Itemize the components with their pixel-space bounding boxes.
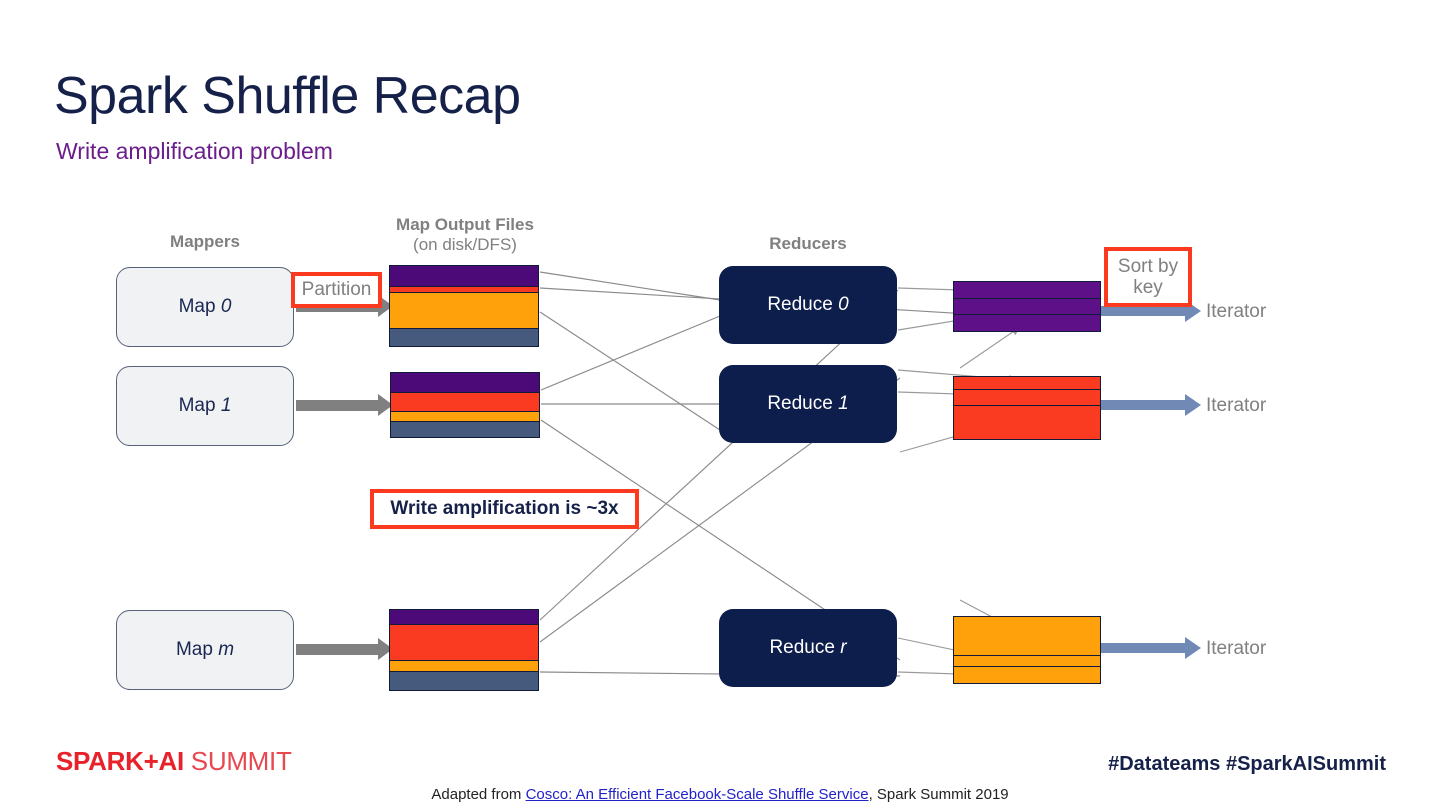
band-red-2 (954, 389, 1100, 405)
band-purple (391, 373, 539, 393)
logo-bold-text: SPARK+AI (56, 746, 184, 776)
band-red (390, 286, 538, 292)
band-orange-2 (954, 655, 1100, 666)
band-slate (390, 670, 538, 690)
band-purple-1 (954, 282, 1100, 299)
iterator-label-0: Iterator (1206, 301, 1267, 322)
reducer-label-reduce-1: Reduce 1 (767, 393, 849, 414)
iterator-arrow-1 (1101, 394, 1201, 416)
iterator-arrow-0 (1101, 300, 1201, 322)
reducer-box-reduce-0[interactable]: Reduce 0 (719, 266, 897, 344)
spark-ai-summit-logo: SPARK+AI SUMMIT (56, 746, 292, 777)
reduce-1-output[interactable] (953, 376, 1101, 440)
iterator-label-1: Iterator (1206, 395, 1267, 416)
mapper-label-map-1: Map 1 (178, 395, 232, 416)
arrow-map-1-to-output (296, 394, 393, 416)
heading-reducers: Reducers (769, 234, 847, 253)
reducer-label-reduce-0: Reduce 0 (767, 294, 849, 315)
reducer-box-reduce-r[interactable]: Reduce r (719, 609, 897, 687)
heading-map-output-files-main: Map Output Files (396, 215, 534, 234)
band-slate (390, 327, 538, 346)
attribution-line: Adapted from Cosco: An Efficient Faceboo… (0, 786, 1440, 803)
callout-sort-by-key-line2: key (1133, 277, 1163, 298)
reducer-box-reduce-1[interactable]: Reduce 1 (719, 365, 897, 443)
band-slate (391, 420, 539, 437)
band-orange-3 (954, 665, 1100, 683)
arrow-map-m-to-output (296, 638, 393, 660)
attribution-suffix: , Spark Summit 2019 (868, 786, 1009, 803)
mapper-index-1: 1 (220, 395, 232, 416)
callout-write-amplification[interactable]: Write amplification is ~3x (370, 489, 639, 529)
band-red (391, 392, 539, 412)
iterator-arrow-2 (1101, 637, 1201, 659)
map-0-output-file[interactable] (389, 265, 539, 347)
band-red-1 (954, 377, 1100, 390)
heading-mappers: Mappers (170, 232, 240, 251)
attribution-prefix: Adapted from (431, 786, 526, 803)
reducer-index-0: 0 (838, 294, 849, 315)
band-orange (390, 659, 538, 671)
band-orange (390, 291, 538, 328)
heading-map-output-files-sub: (on disk/DFS) (413, 235, 517, 254)
band-red-3 (954, 404, 1100, 439)
page-subtitle: Write amplification problem (56, 138, 333, 164)
callout-sort-by-key-line1: Sort by (1117, 255, 1179, 277)
page-title: Spark Shuffle Recap (54, 67, 521, 125)
reducer-index-1: 1 (838, 393, 849, 414)
reduce-0-output[interactable] (953, 281, 1101, 332)
callout-sort-by-key[interactable]: Sort by key (1104, 247, 1192, 307)
band-orange-1 (954, 617, 1100, 656)
band-red (390, 624, 538, 660)
map-1-output-file[interactable] (390, 372, 540, 438)
map-m-output-file[interactable] (389, 609, 539, 691)
logo-light-text: SUMMIT (183, 746, 292, 776)
band-purple-2 (954, 298, 1100, 315)
reduce-r-output[interactable] (953, 616, 1101, 684)
iterator-label-2: Iterator (1206, 638, 1267, 659)
mapper-box-map-0[interactable]: Map 0 (116, 267, 294, 347)
footer-hashtags: #Datateams #SparkAISummit (1108, 753, 1386, 775)
band-purple-3 (954, 314, 1100, 331)
attribution-link[interactable]: Cosco: An Efficient Facebook-Scale Shuff… (525, 786, 869, 803)
mapper-index-0: 0 (220, 296, 232, 317)
mapper-box-map-1[interactable]: Map 1 (116, 366, 294, 446)
band-purple (390, 266, 538, 286)
callout-partition[interactable]: Partition (291, 272, 382, 308)
reducer-label-reduce-r: Reduce r (769, 637, 847, 658)
reducer-index-r: r (840, 637, 847, 658)
heading-map-output-files: Map Output Files (on disk/DFS) (382, 215, 548, 255)
band-orange (391, 411, 539, 421)
mapper-index-m: m (218, 639, 235, 660)
mapper-label-map-0: Map 0 (178, 296, 232, 317)
band-purple (390, 610, 538, 625)
mapper-box-map-m[interactable]: Map m (116, 610, 294, 690)
mapper-label-map-m: Map m (175, 639, 235, 660)
